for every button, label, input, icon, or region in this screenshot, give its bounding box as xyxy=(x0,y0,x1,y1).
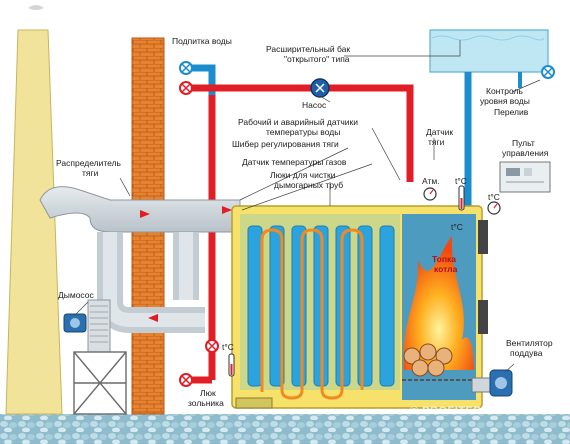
flame-icon xyxy=(403,236,474,370)
valve-icon xyxy=(179,61,193,75)
control-panel-label-2: управления xyxy=(502,148,549,158)
temp-label-1: t°C xyxy=(455,176,467,186)
furnace-label-2: котла xyxy=(434,264,458,274)
expansion-tank xyxy=(429,29,549,73)
pump-icon xyxy=(310,78,330,98)
blower-fan-label-1: Вентилятор xyxy=(506,338,553,348)
hatches-label-1: Люки для чистки xyxy=(270,170,336,180)
valve-icon xyxy=(179,81,193,95)
furnace-door-top xyxy=(478,220,488,254)
watermark: © PROFITEPLO.COM xyxy=(410,405,528,417)
draft-damper-label: Шибер регулирования тяги xyxy=(232,139,339,149)
flue-duct xyxy=(39,186,241,353)
chimney xyxy=(5,5,63,415)
expansion-tank-label-1: Расширительный бак xyxy=(266,44,350,54)
water-supply-label: Подпитка воды xyxy=(172,36,232,46)
ash-hatch-label-1: Люк xyxy=(200,388,216,398)
leader-lines xyxy=(73,40,541,373)
valve-icon xyxy=(179,373,193,387)
thermometer-icon xyxy=(228,353,235,377)
logs-icon xyxy=(403,343,453,377)
ground xyxy=(0,414,570,444)
draft-distributor-label-2: тяги xyxy=(82,168,99,178)
gauge-icon xyxy=(487,201,501,215)
atm-label: Атм. xyxy=(422,176,440,186)
valve-icon xyxy=(205,339,219,353)
temp-label-4: t°C xyxy=(451,222,463,232)
level-control-label-2: уровня воды xyxy=(480,96,530,106)
control-panel xyxy=(499,161,551,193)
gauge-icon xyxy=(423,187,437,201)
furnace-door-bottom xyxy=(478,300,488,334)
gas-temp-sensor-label: Датчик температуры газов xyxy=(242,157,347,167)
thermometer-icon xyxy=(458,185,465,211)
overflow-label: Перелив xyxy=(494,107,529,117)
draft-sensor-label-2: тяги xyxy=(428,137,445,147)
furnace-label-1: Топка xyxy=(432,254,456,264)
ash-hatch xyxy=(235,397,273,409)
smoke-exhauster-motor xyxy=(63,313,87,333)
sensors-label-1: Рабочий и аварийный датчики xyxy=(238,117,358,127)
smoke-exhauster-label: Дымосос xyxy=(58,290,95,300)
hatches-label-2: дымогарных труб xyxy=(274,180,343,190)
ash-hatch-label-2: зольника xyxy=(188,398,224,408)
expansion-tank-label-2: "открытого" типа xyxy=(284,54,350,64)
draft-distributor-label-1: Распределитель xyxy=(56,158,122,168)
boiler xyxy=(231,205,488,409)
control-panel-label-1: Пульт xyxy=(512,138,535,148)
temp-label-2: t°C xyxy=(488,192,500,202)
temp-label-3: t°C xyxy=(222,342,234,352)
flue-arrows xyxy=(140,206,232,322)
draft-sensor-label-1: Датчик xyxy=(426,127,453,137)
level-control-label-1: Контроль xyxy=(486,86,523,96)
exhauster-stand xyxy=(73,351,127,415)
sensors-label-2: температуры воды xyxy=(266,127,340,137)
valve-icon xyxy=(541,65,555,79)
pump-label: Насос xyxy=(302,100,327,110)
blower-fan-label-2: поддува xyxy=(510,348,543,358)
smoke-tubes xyxy=(247,225,395,387)
fan-icon xyxy=(471,369,513,397)
